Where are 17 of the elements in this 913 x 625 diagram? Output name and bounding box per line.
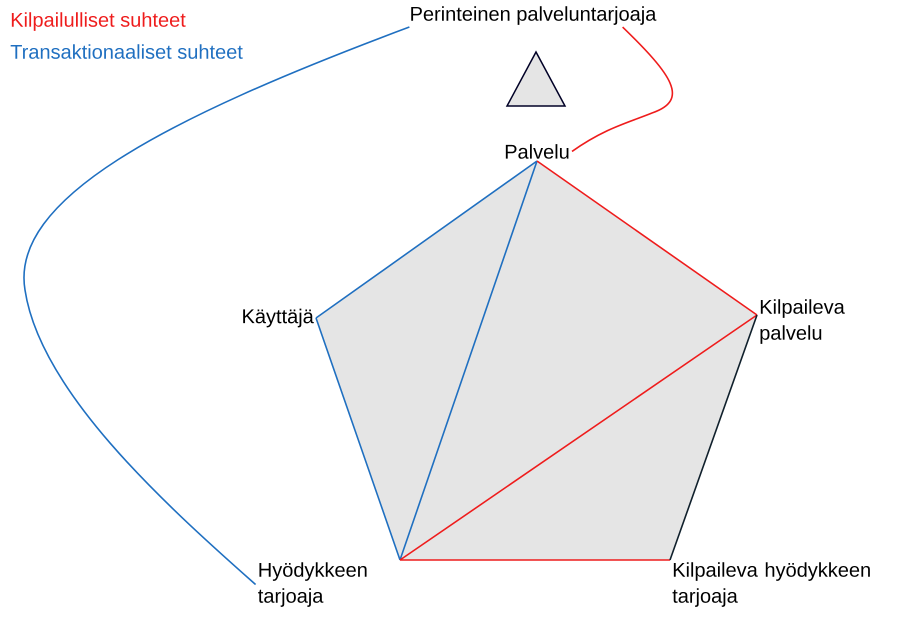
vertex-label: Perinteinen palveluntarjoaja [411,6,656,25]
curved-line [24,26,410,586]
relation-line [315,318,401,560]
relation-line [400,559,670,561]
vertex-label: Käyttäjä [243,308,314,328]
relation-line [669,314,758,560]
vertex-label: Kilpaileva hyödykkeen tarjoaja [672,562,870,607]
vertex-label: Kilpaileva palvelu [760,299,845,344]
legend-entry: Transaktionaaliset suhteet [10,44,243,59]
curved-line [572,26,674,152]
legend-entry: Kilpailulliset suhteet [12,12,186,31]
relation-line [400,314,758,561]
relation-line [536,160,758,316]
relation-line [399,160,538,560]
vertex-label: Palvelu [506,144,568,159]
relation-line [316,160,538,319]
vertex-label: Hyödykkeen tarjoaja [258,562,367,607]
